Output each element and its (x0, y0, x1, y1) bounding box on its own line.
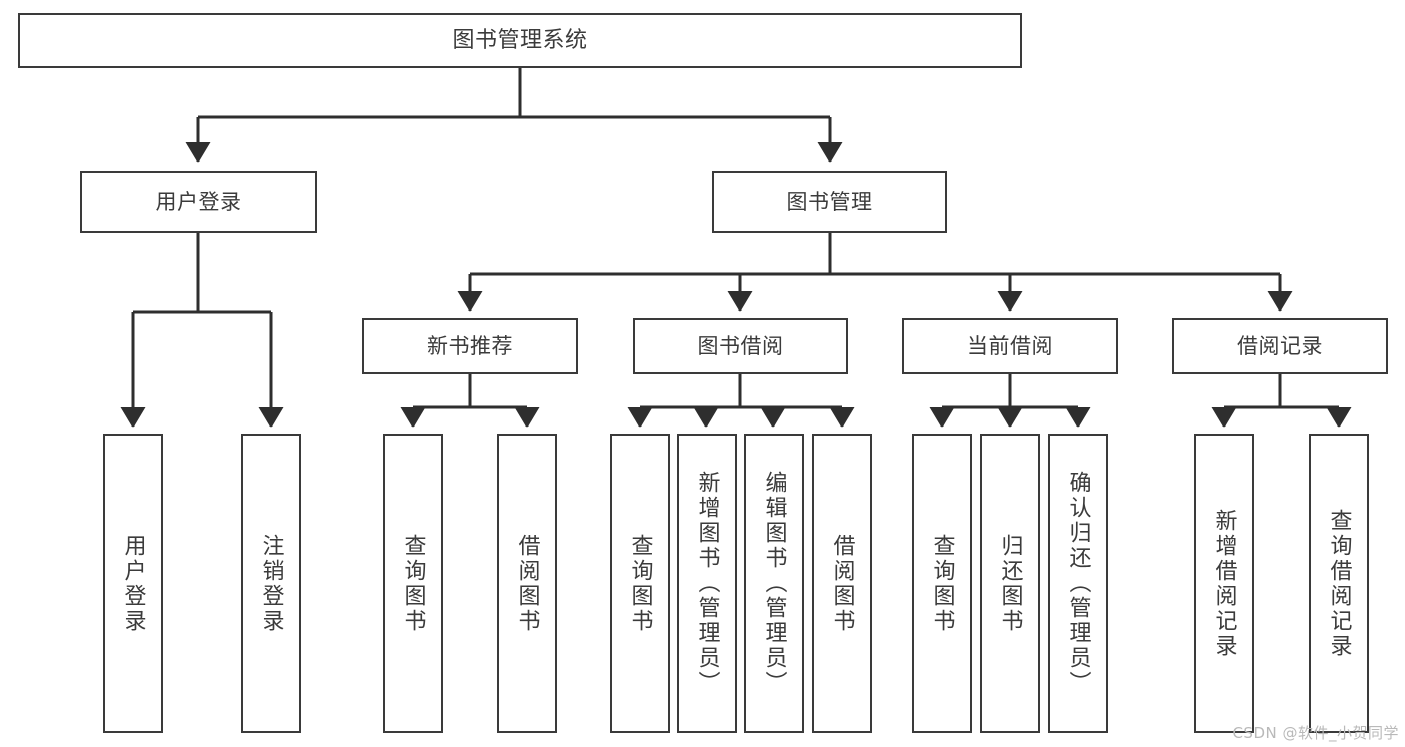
node-new-book-recommend[interactable]: 新书推荐 (362, 318, 578, 374)
node-leaf-query-book-1[interactable]: 查询图书 (383, 434, 443, 733)
node-root-system[interactable]: 图书管理系统 (18, 13, 1022, 68)
node-current-borrow[interactable]: 当前借阅 (902, 318, 1118, 374)
node-label: 用户登录 (155, 189, 242, 214)
node-label: 当前借阅 (967, 333, 1053, 358)
node-label: 图书管理系统 (452, 27, 588, 53)
node-label: 新书推荐 (427, 333, 513, 358)
watermark-text: CSDN @软件_小贺同学 (1232, 724, 1399, 742)
node-leaf-edit-book[interactable]: 编辑图书（管理员） (744, 434, 804, 733)
node-leaf-query-book-3[interactable]: 查询图书 (912, 434, 972, 733)
node-label: 借阅图书 (829, 533, 855, 634)
node-book-management[interactable]: 图书管理 (712, 171, 947, 233)
node-label: 查询借阅记录 (1326, 508, 1352, 659)
node-label: 借阅记录 (1237, 333, 1323, 358)
node-book-borrow[interactable]: 图书借阅 (633, 318, 848, 374)
node-label: 借阅图书 (514, 533, 540, 634)
node-label: 确认归还（管理员） (1065, 471, 1091, 696)
node-label: 查询图书 (400, 533, 426, 634)
node-label: 图书借阅 (697, 333, 784, 358)
node-user-login[interactable]: 用户登录 (80, 171, 317, 233)
node-leaf-confirm-return[interactable]: 确认归还（管理员） (1048, 434, 1108, 733)
node-leaf-borrow-book-1[interactable]: 借阅图书 (497, 434, 557, 733)
node-label: 查询图书 (627, 533, 653, 634)
node-label: 用户登录 (120, 533, 146, 634)
node-leaf-user-login[interactable]: 用户登录 (103, 434, 163, 733)
node-leaf-add-book[interactable]: 新增图书（管理员） (677, 434, 737, 733)
node-label: 查询图书 (929, 533, 955, 634)
node-leaf-borrow-book-2[interactable]: 借阅图书 (812, 434, 872, 733)
node-borrow-record[interactable]: 借阅记录 (1172, 318, 1388, 374)
node-label: 编辑图书（管理员） (761, 471, 787, 696)
node-label: 归还图书 (997, 533, 1023, 634)
node-label: 新增借阅记录 (1211, 508, 1237, 659)
node-leaf-logout-login[interactable]: 注销登录 (241, 434, 301, 733)
node-leaf-query-borrow-record[interactable]: 查询借阅记录 (1309, 434, 1369, 733)
node-leaf-return-book[interactable]: 归还图书 (980, 434, 1040, 733)
node-leaf-add-borrow-record[interactable]: 新增借阅记录 (1194, 434, 1254, 733)
node-label: 新增图书（管理员） (694, 471, 720, 696)
node-label: 注销登录 (258, 533, 284, 634)
node-label: 图书管理 (786, 189, 873, 214)
node-leaf-query-book-2[interactable]: 查询图书 (610, 434, 670, 733)
